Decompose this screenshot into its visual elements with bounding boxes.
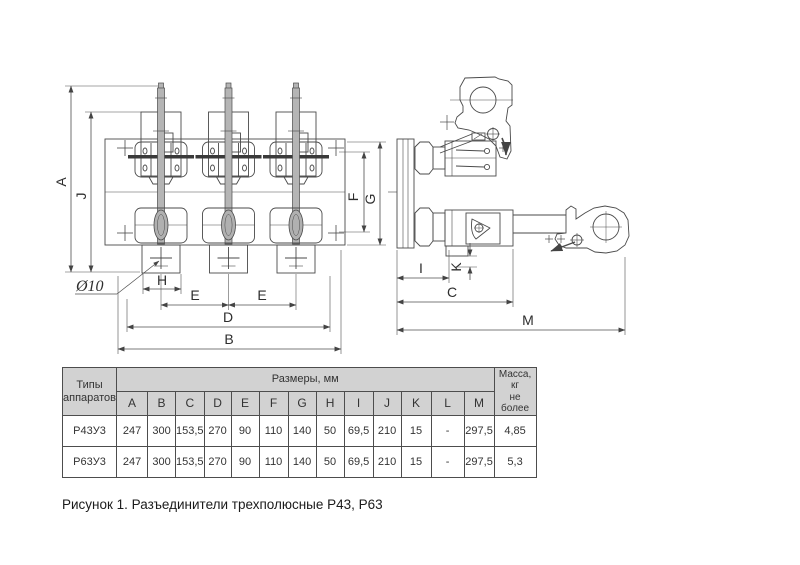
dim-letter-cell: B <box>147 391 177 416</box>
dim-label-c: C <box>447 284 457 300</box>
value-cell: 153,5 <box>175 446 205 478</box>
dim-label-h: H <box>157 272 167 288</box>
dim-label-b: B <box>224 331 233 347</box>
upper-insulator <box>414 141 434 175</box>
value-cell: 69,5 <box>343 446 374 478</box>
value-cell: 297,5 <box>463 446 495 478</box>
value-cell: - <box>430 415 465 447</box>
value-cell: 50 <box>315 415 345 447</box>
header-dims: Размеры, мм <box>116 367 495 392</box>
dim-label-g: G <box>362 194 378 205</box>
dim-letter-cell: K <box>400 391 432 416</box>
type-cell: Р63У3 <box>61 446 118 478</box>
value-cell: 140 <box>287 446 317 478</box>
value-cell: 50 <box>315 446 345 478</box>
value-cell: 110 <box>258 415 289 447</box>
mounting-hole-marks <box>117 140 344 241</box>
front-view-dim-labels: A J H E E D B F G Ø10 <box>53 177 378 347</box>
pole-2 <box>195 82 262 311</box>
dim-letter-cell: F <box>258 391 289 416</box>
dim-letter-cell: G <box>287 391 317 416</box>
dim-label-j: J <box>73 193 89 200</box>
value-cell: 247 <box>116 415 149 447</box>
front-view-dimensions <box>65 85 386 354</box>
dim-label-f: F <box>345 193 361 202</box>
value-cell: 247 <box>116 446 149 478</box>
header-types: Типы аппаратов <box>61 367 118 416</box>
lower-contact-side <box>444 209 514 247</box>
dim-letter-cell: M <box>463 391 495 416</box>
value-cell: 270 <box>203 415 232 447</box>
value-cell: 270 <box>203 446 232 478</box>
base-plate-side <box>396 138 415 249</box>
front-view <box>104 82 346 311</box>
mass-cell: 5,3 <box>493 446 537 478</box>
dim-label-e1: E <box>190 287 199 303</box>
value-cell: 110 <box>258 446 289 478</box>
header-mass-line2: не более <box>501 391 530 415</box>
dim-letter-cell: J <box>372 391 402 416</box>
value-cell: 210 <box>372 415 402 447</box>
figure-caption: Рисунок 1. Разъединители трехполюсные Р4… <box>62 497 383 512</box>
value-cell: 140 <box>287 415 317 447</box>
pole-3 <box>262 82 330 311</box>
dim-letter-cell: E <box>230 391 260 416</box>
wing-bolt <box>471 218 491 240</box>
dim-letter-cell: H <box>315 391 345 416</box>
value-cell: 69,5 <box>343 415 374 447</box>
upper-contact-side <box>444 140 497 177</box>
value-cell: 153,5 <box>175 415 205 447</box>
dim-letter-cell: D <box>203 391 232 416</box>
value-cell: 15 <box>400 415 432 447</box>
side-view-dim-labels: I K C M <box>419 260 534 328</box>
dimension-table: Типы аппаратов Размеры, мм Масса, кг не … <box>61 367 537 478</box>
blade-handle-top <box>454 76 513 160</box>
dim-letter-cell: C <box>175 391 205 416</box>
dim-letter-cell: L <box>430 391 465 416</box>
dim-label-a: A <box>53 177 69 187</box>
dim-label-k: K <box>448 262 464 272</box>
dim-label-d: D <box>223 309 233 325</box>
header-mass-line1: Масса, кг <box>498 368 532 392</box>
mass-cell: 4,85 <box>493 415 537 447</box>
value-cell: - <box>430 446 465 478</box>
dim-label-diameter: Ø10 <box>75 278 104 295</box>
value-cell: 210 <box>372 446 402 478</box>
dim-label-m: M <box>522 312 534 328</box>
handle-hole <box>469 86 497 114</box>
dim-label-i: I <box>419 260 423 276</box>
rotation-arrow-top <box>501 137 511 156</box>
rotation-arrow-open <box>550 241 576 252</box>
dim-label-e2: E <box>257 287 266 303</box>
type-cell: Р43У3 <box>61 415 118 447</box>
value-cell: 300 <box>147 446 177 478</box>
lower-insulator <box>414 207 434 247</box>
header-mass: Масса, кг не более <box>493 367 537 416</box>
side-view <box>388 76 630 257</box>
dim-letter-cell: I <box>343 391 374 416</box>
value-cell: 90 <box>230 415 260 447</box>
value-cell: 90 <box>230 446 260 478</box>
value-cell: 297,5 <box>463 415 495 447</box>
value-cell: 300 <box>147 415 177 447</box>
dim-letter-cell: A <box>116 391 149 416</box>
value-cell: 15 <box>400 446 432 478</box>
side-view-dimensions <box>396 243 626 335</box>
